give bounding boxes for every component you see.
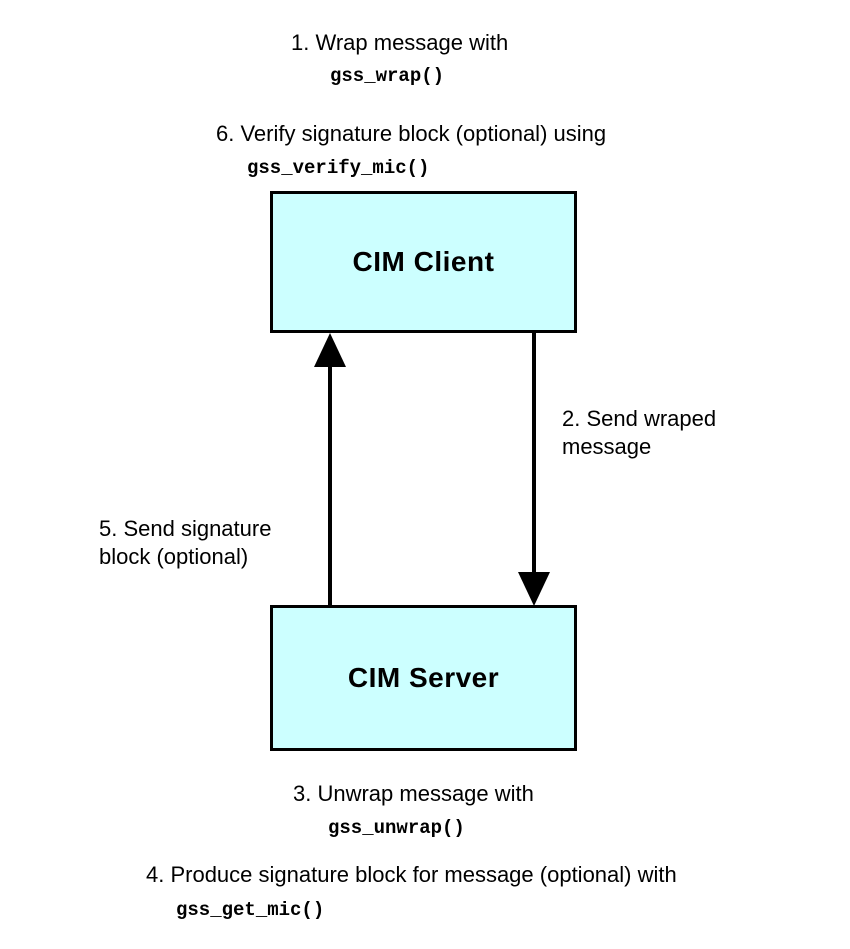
step-1-label: 1. Wrap message with — [291, 30, 509, 55]
step-4-label: 4. Produce signature block for message (… — [146, 862, 677, 887]
node-cim-client-label: CIM Client — [352, 246, 495, 277]
step-3-function: gss_unwrap() — [328, 817, 465, 839]
step-1-function: gss_wrap() — [330, 65, 445, 87]
node-cim-server[interactable]: CIM Server — [270, 605, 577, 751]
step-2-label: 2. Send wraped message — [562, 405, 716, 461]
node-cim-server-label: CIM Server — [347, 662, 500, 693]
step-5-line-2: block (optional) — [99, 544, 249, 569]
step-6-label: 6. Verify signature block (optional) usi… — [216, 121, 607, 146]
step-2-line-1: 2. Send wraped — [562, 406, 717, 431]
step-6-function: gss_verify_mic() — [247, 157, 430, 179]
node-cim-client[interactable]: CIM Client — [270, 191, 577, 333]
step-4-function: gss_get_mic() — [176, 899, 325, 921]
step-5-line-1: 5. Send signature — [99, 516, 272, 541]
step-2-line-2: message — [562, 434, 652, 459]
step-3-label: 3. Unwrap message with — [293, 781, 534, 806]
step-5-label: 5. Send signature block (optional) — [99, 515, 271, 571]
